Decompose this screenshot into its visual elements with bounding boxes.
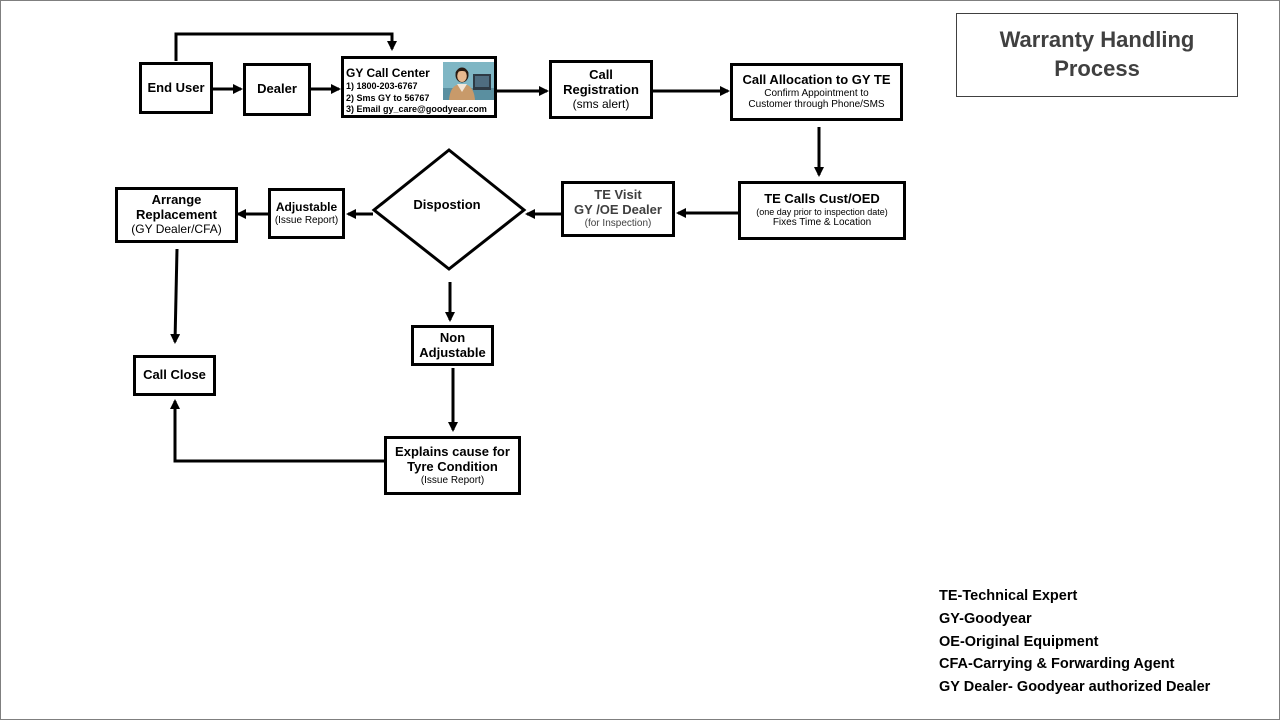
te-calls-line-1: (one day prior to inspection date) [756,207,888,218]
non-adjustable-line-2: Adjustable [419,344,486,360]
call-center-email: 3) Email gy_care@goodyear.com [346,104,487,114]
legend-item: OE-Original Equipment [939,633,1099,650]
node-call-close: Call Close [133,355,216,396]
registration-sms-alert: (sms alert) [572,96,630,111]
title-line-1: Warranty Handling [999,27,1195,53]
te-visit-line-2: GY /OE Dealer [574,202,662,218]
title-box: Warranty Handling Process [956,13,1238,97]
te-calls-title: TE Calls Cust/OED [764,191,880,207]
legend-item: TE-Technical Expert [939,588,1078,604]
node-adjustable: Adjustable (Issue Report) [268,188,345,239]
arrow-explains-to-callclose [170,399,384,463]
explains-line-3: (Issue Report) [420,474,485,486]
adjustable-issue-report: (Issue Report) [274,214,339,226]
allocation-line-1: Confirm Appointment to [764,87,869,99]
node-explains-cause: Explains cause for Tyre Condition (Issue… [384,436,521,495]
node-call-center: GY Call Center 1) 1800-203-6767 2) Sms G… [341,56,497,118]
legend-item: CFA-Carrying & Forwarding Agent [939,656,1175,673]
te-visit-line-3: (for Inspection) [584,218,652,230]
call-center-title: GY Call Center [346,66,430,80]
node-arrange-replacement: Arrange Replacement (GY Dealer/CFA) [115,187,238,243]
node-end-user: End User [139,62,213,114]
node-disposition-diamond [371,148,527,271]
dealer-label: Dealer [257,81,297,97]
adjustable-title: Adjustable [275,199,338,214]
allocation-title: Call Allocation to GY TE [742,72,891,88]
legend-item: GY Dealer- Goodyear authorized Dealer [939,679,1211,696]
allocation-line-2: Customer through Phone/SMS [748,99,885,111]
explains-line-2: Tyre Condition [407,458,498,474]
te-calls-line-2: Fixes Time & Location [772,217,872,229]
explains-line-1: Explains cause for [395,443,510,459]
replacement-line-2: Replacement [136,207,217,223]
node-dealer: Dealer [243,63,311,116]
call-close-label: Call Close [143,367,206,383]
non-adjustable-line-1: Non [439,329,466,345]
node-te-calls: TE Calls Cust/OED (one day prior to insp… [738,181,906,240]
te-visit-line-1: TE Visit [594,187,642,203]
node-call-allocation: Call Allocation to GY TE Confirm Appoint… [730,63,903,121]
node-non-adjustable: Non Adjustable [411,325,494,366]
call-center-sms: 2) Sms GY to 56767 [346,93,430,103]
node-te-visit: TE Visit GY /OE Dealer (for Inspection) [561,181,675,237]
call-center-phone: 1) 1800-203-6767 [346,81,418,91]
legend-item: GY-Goodyear [939,610,1032,627]
arrow-replacement-to-callclose [170,248,181,344]
call-center-agent-icon [443,62,494,100]
abbreviation-legend: TE-Technical Expert GY-Goodyear OE-Origi… [939,585,1210,699]
arrow-enduser-to-callcenter [174,32,397,61]
registration-line-1: Call [589,66,613,82]
registration-line-2: Registration [563,81,639,97]
title-line-2: Process [1054,56,1140,81]
disposition-label: Dispostion [413,197,481,212]
replacement-line-3: (GY Dealer/CFA) [131,222,222,237]
node-call-registration: Call Registration (sms alert) [549,60,653,119]
end-user-label: End User [147,79,205,95]
replacement-line-1: Arrange [151,192,202,208]
